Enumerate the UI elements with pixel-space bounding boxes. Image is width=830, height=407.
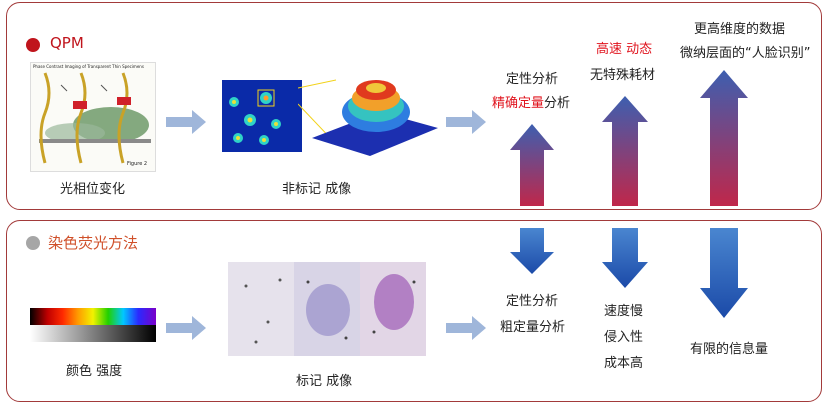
qpm-title: QPM [50,34,84,52]
color-intensity-caption: 颜色 强度 [66,364,123,379]
higher-dimension-data-text: 更高维度的数据 [694,22,786,37]
right-arrow-icon [166,316,206,340]
down-arrow-icon [510,228,554,274]
bottom-qualitative-analysis-text: 定性分析 [506,294,559,309]
invasive-text: 侵入性 [604,330,644,345]
up-arrow-icon [602,96,648,206]
down-arrow-icon [602,228,648,288]
high-speed-dynamic-text: 高速 动态 [596,42,653,57]
right-arrow-icon [446,316,486,340]
right-arrow-icon [446,110,486,134]
micro-nano-face-recognition-text: 微纳层面的“人脸识别” [680,46,811,61]
high-cost-text: 成本高 [604,356,644,371]
label-free-cell-image [222,80,302,152]
right-arrow-icon [166,110,206,134]
phase-contrast-figure: Phase Contrast Imaging of Transparent Th… [30,62,156,172]
rough-quantitative-analysis-text: 粗定量分析 [500,320,566,335]
3d-phase-surface [312,80,438,156]
limited-information-text: 有限的信息量 [690,342,769,357]
down-arrow-icon [700,228,748,318]
fluorescence-bullet-dot [26,236,40,250]
labeled-imaging-caption: 标记 成像 [296,374,353,389]
color-intensity-spectrum [30,308,156,342]
up-arrow-icon [510,124,554,206]
no-special-consumables-text: 无特殊耗材 [590,68,656,83]
phase-contrast-drawing [39,72,151,164]
slow-speed-text: 速度慢 [604,304,644,319]
fluorescence-title: 染色荧光方法 [48,234,139,252]
qualitative-analysis-text: 定性分析 [506,72,559,87]
up-arrow-icon [700,70,748,206]
label-free-imaging-caption: 非标记 成像 [282,182,352,197]
fluorescence-panel [6,220,822,402]
precise-quantitative-analysis-text: 精确定量分析 [492,96,571,111]
phase-figure-title: Phase Contrast Imaging of Transparent Th… [33,64,144,69]
phase-change-caption: 光相位变化 [60,182,126,197]
stained-tissue-images [228,262,426,356]
phase-figure-label: Figure 2 [127,161,148,167]
qpm-bullet-dot [26,38,40,52]
